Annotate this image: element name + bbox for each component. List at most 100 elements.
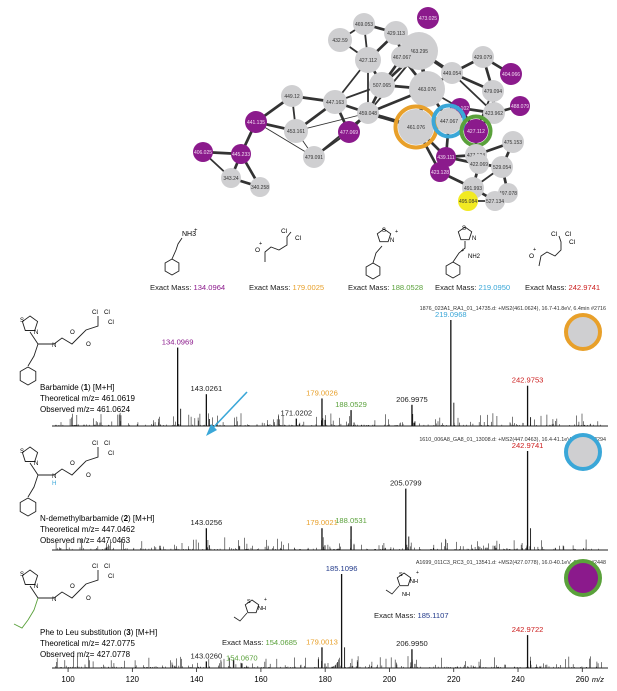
fragment-structure: NH3+ bbox=[164, 228, 198, 276]
svg-text:+: + bbox=[533, 247, 536, 253]
svg-text:Cl: Cl bbox=[104, 563, 110, 570]
network-node[interactable]: 429.079 bbox=[472, 46, 494, 68]
ring-bond bbox=[21, 446, 39, 462]
network-node[interactable]: 449.054 bbox=[441, 62, 463, 84]
noise-peaks bbox=[55, 537, 599, 550]
svg-text:N: N bbox=[34, 330, 38, 336]
node-label: 463.295 bbox=[410, 49, 428, 55]
observed-mz: Observed m/z= 427.0778 bbox=[40, 650, 131, 659]
fragment-mass-label: Exact Mass: 242.9741 bbox=[525, 283, 600, 292]
network-node[interactable]: 449.12 bbox=[281, 85, 303, 107]
atom-label: NH3 bbox=[182, 231, 196, 238]
axis-tick-label: 120 bbox=[126, 675, 140, 684]
node-circle bbox=[430, 162, 450, 182]
network-node[interactable]: 475.153 bbox=[502, 131, 524, 153]
svg-text:S: S bbox=[247, 599, 251, 605]
network-node[interactable]: 343.24 bbox=[221, 168, 241, 188]
network-node[interactable]: 529.054 bbox=[491, 156, 513, 178]
network-node[interactable]: 461.076 bbox=[393, 104, 439, 150]
network-node[interactable]: 340.258 bbox=[250, 177, 270, 197]
network-node[interactable]: 404.066 bbox=[500, 63, 522, 85]
network-node[interactable]: 427.112 bbox=[459, 114, 493, 148]
svg-text:Cl: Cl bbox=[108, 573, 114, 580]
network-node[interactable]: 507.065 bbox=[369, 72, 395, 98]
svg-text:Cl: Cl bbox=[92, 309, 98, 316]
network-node[interactable]: 473.025 bbox=[417, 7, 439, 29]
node-circle bbox=[441, 62, 463, 84]
network-node[interactable]: 447.163 bbox=[323, 90, 347, 114]
fragment-mass-prefix: Exact Mass: bbox=[249, 283, 292, 292]
svg-text:Cl: Cl bbox=[92, 440, 98, 447]
node-label: 507.065 bbox=[373, 83, 391, 89]
node-circle bbox=[510, 96, 530, 116]
network-node[interactable]: 422.069 bbox=[469, 154, 489, 174]
charge-label: + bbox=[194, 228, 198, 234]
network-node[interactable]: 427.112 bbox=[355, 47, 381, 73]
network-node[interactable]: 423.962 bbox=[483, 102, 505, 124]
network-node[interactable]: 467.067 bbox=[391, 46, 413, 68]
svg-text:O: O bbox=[529, 253, 534, 260]
node-label: 461.076 bbox=[407, 125, 425, 131]
node-label: 497.078 bbox=[499, 191, 517, 197]
fragment-mass-label: Exact Mass: 134.0964 bbox=[150, 283, 225, 292]
theoretical-mz: Theoretical m/z= 461.0619 bbox=[40, 394, 135, 403]
network-node[interactable]: 453.161 bbox=[284, 119, 308, 143]
network-node[interactable]: 445.233 bbox=[231, 144, 251, 164]
network-node[interactable]: 477.069 bbox=[338, 121, 360, 143]
node-label: 495.084 bbox=[459, 199, 477, 205]
node-label: 475.153 bbox=[504, 140, 522, 146]
network-node[interactable]: 495.084 bbox=[458, 191, 478, 211]
ring-bond bbox=[376, 228, 392, 243]
node-label: 423.962 bbox=[485, 111, 503, 117]
network-node[interactable]: 527.134 bbox=[485, 191, 505, 211]
svg-text:NH: NH bbox=[410, 579, 418, 585]
network-edge bbox=[255, 121, 315, 158]
svg-text:S: S bbox=[20, 572, 24, 578]
network-node[interactable]: 479.091 bbox=[303, 146, 325, 168]
node-circle bbox=[436, 108, 462, 134]
svg-text:O: O bbox=[86, 341, 91, 348]
svg-text:+: + bbox=[264, 597, 267, 603]
network-node[interactable]: 469.053 bbox=[353, 13, 375, 35]
node-circle bbox=[338, 121, 360, 143]
node-circle bbox=[353, 13, 375, 35]
svg-text:NH2: NH2 bbox=[468, 254, 481, 260]
node-label: 343.24 bbox=[223, 176, 239, 182]
node-circle bbox=[231, 144, 251, 164]
network-node[interactable]: 459.048 bbox=[357, 102, 379, 124]
spectrum-panel-1: 1876_023A1_RA1_01_14735.d: +MS2(461.0624… bbox=[19, 306, 608, 427]
svg-text:Cl: Cl bbox=[565, 231, 572, 238]
node-label: 488.079 bbox=[511, 104, 529, 110]
network-node[interactable]: 432.59 bbox=[328, 28, 352, 52]
node-label: 459.048 bbox=[359, 111, 377, 117]
network-node[interactable]: 479.094 bbox=[482, 80, 504, 102]
svg-text:O: O bbox=[86, 472, 91, 479]
network-nodes: 473.025 469.053 429.113 432.59 463.295 427.11… bbox=[193, 7, 530, 211]
node-label: 529.054 bbox=[493, 165, 511, 171]
svg-text:S: S bbox=[20, 449, 24, 455]
network-node[interactable]: 488.079 bbox=[510, 96, 530, 116]
network-node[interactable]: 439.111 bbox=[436, 147, 456, 167]
fragment-1: NH3+ Exact Mass: 134.0964 bbox=[150, 228, 225, 292]
node-circle bbox=[245, 111, 267, 133]
axis-tick-label: 160 bbox=[254, 675, 268, 684]
ring-bond bbox=[164, 258, 180, 276]
precursor-node-marker bbox=[564, 433, 602, 471]
peak-label: 179.0026 bbox=[306, 388, 338, 397]
axis-tick-label: 220 bbox=[447, 675, 461, 684]
network-node[interactable]: 406.025 bbox=[193, 142, 213, 162]
network-node[interactable]: 429.113 bbox=[384, 21, 408, 45]
svg-text:O: O bbox=[70, 460, 75, 467]
network-node[interactable]: 441.135 bbox=[245, 111, 267, 133]
node-circle bbox=[221, 168, 241, 188]
svg-text:Cl: Cl bbox=[104, 309, 110, 316]
node-label: 473.025 bbox=[419, 16, 437, 22]
network-node[interactable]: 423.128 bbox=[430, 162, 450, 182]
network-node[interactable]: 463.076 bbox=[409, 71, 445, 107]
svg-text:Cl: Cl bbox=[92, 563, 98, 570]
